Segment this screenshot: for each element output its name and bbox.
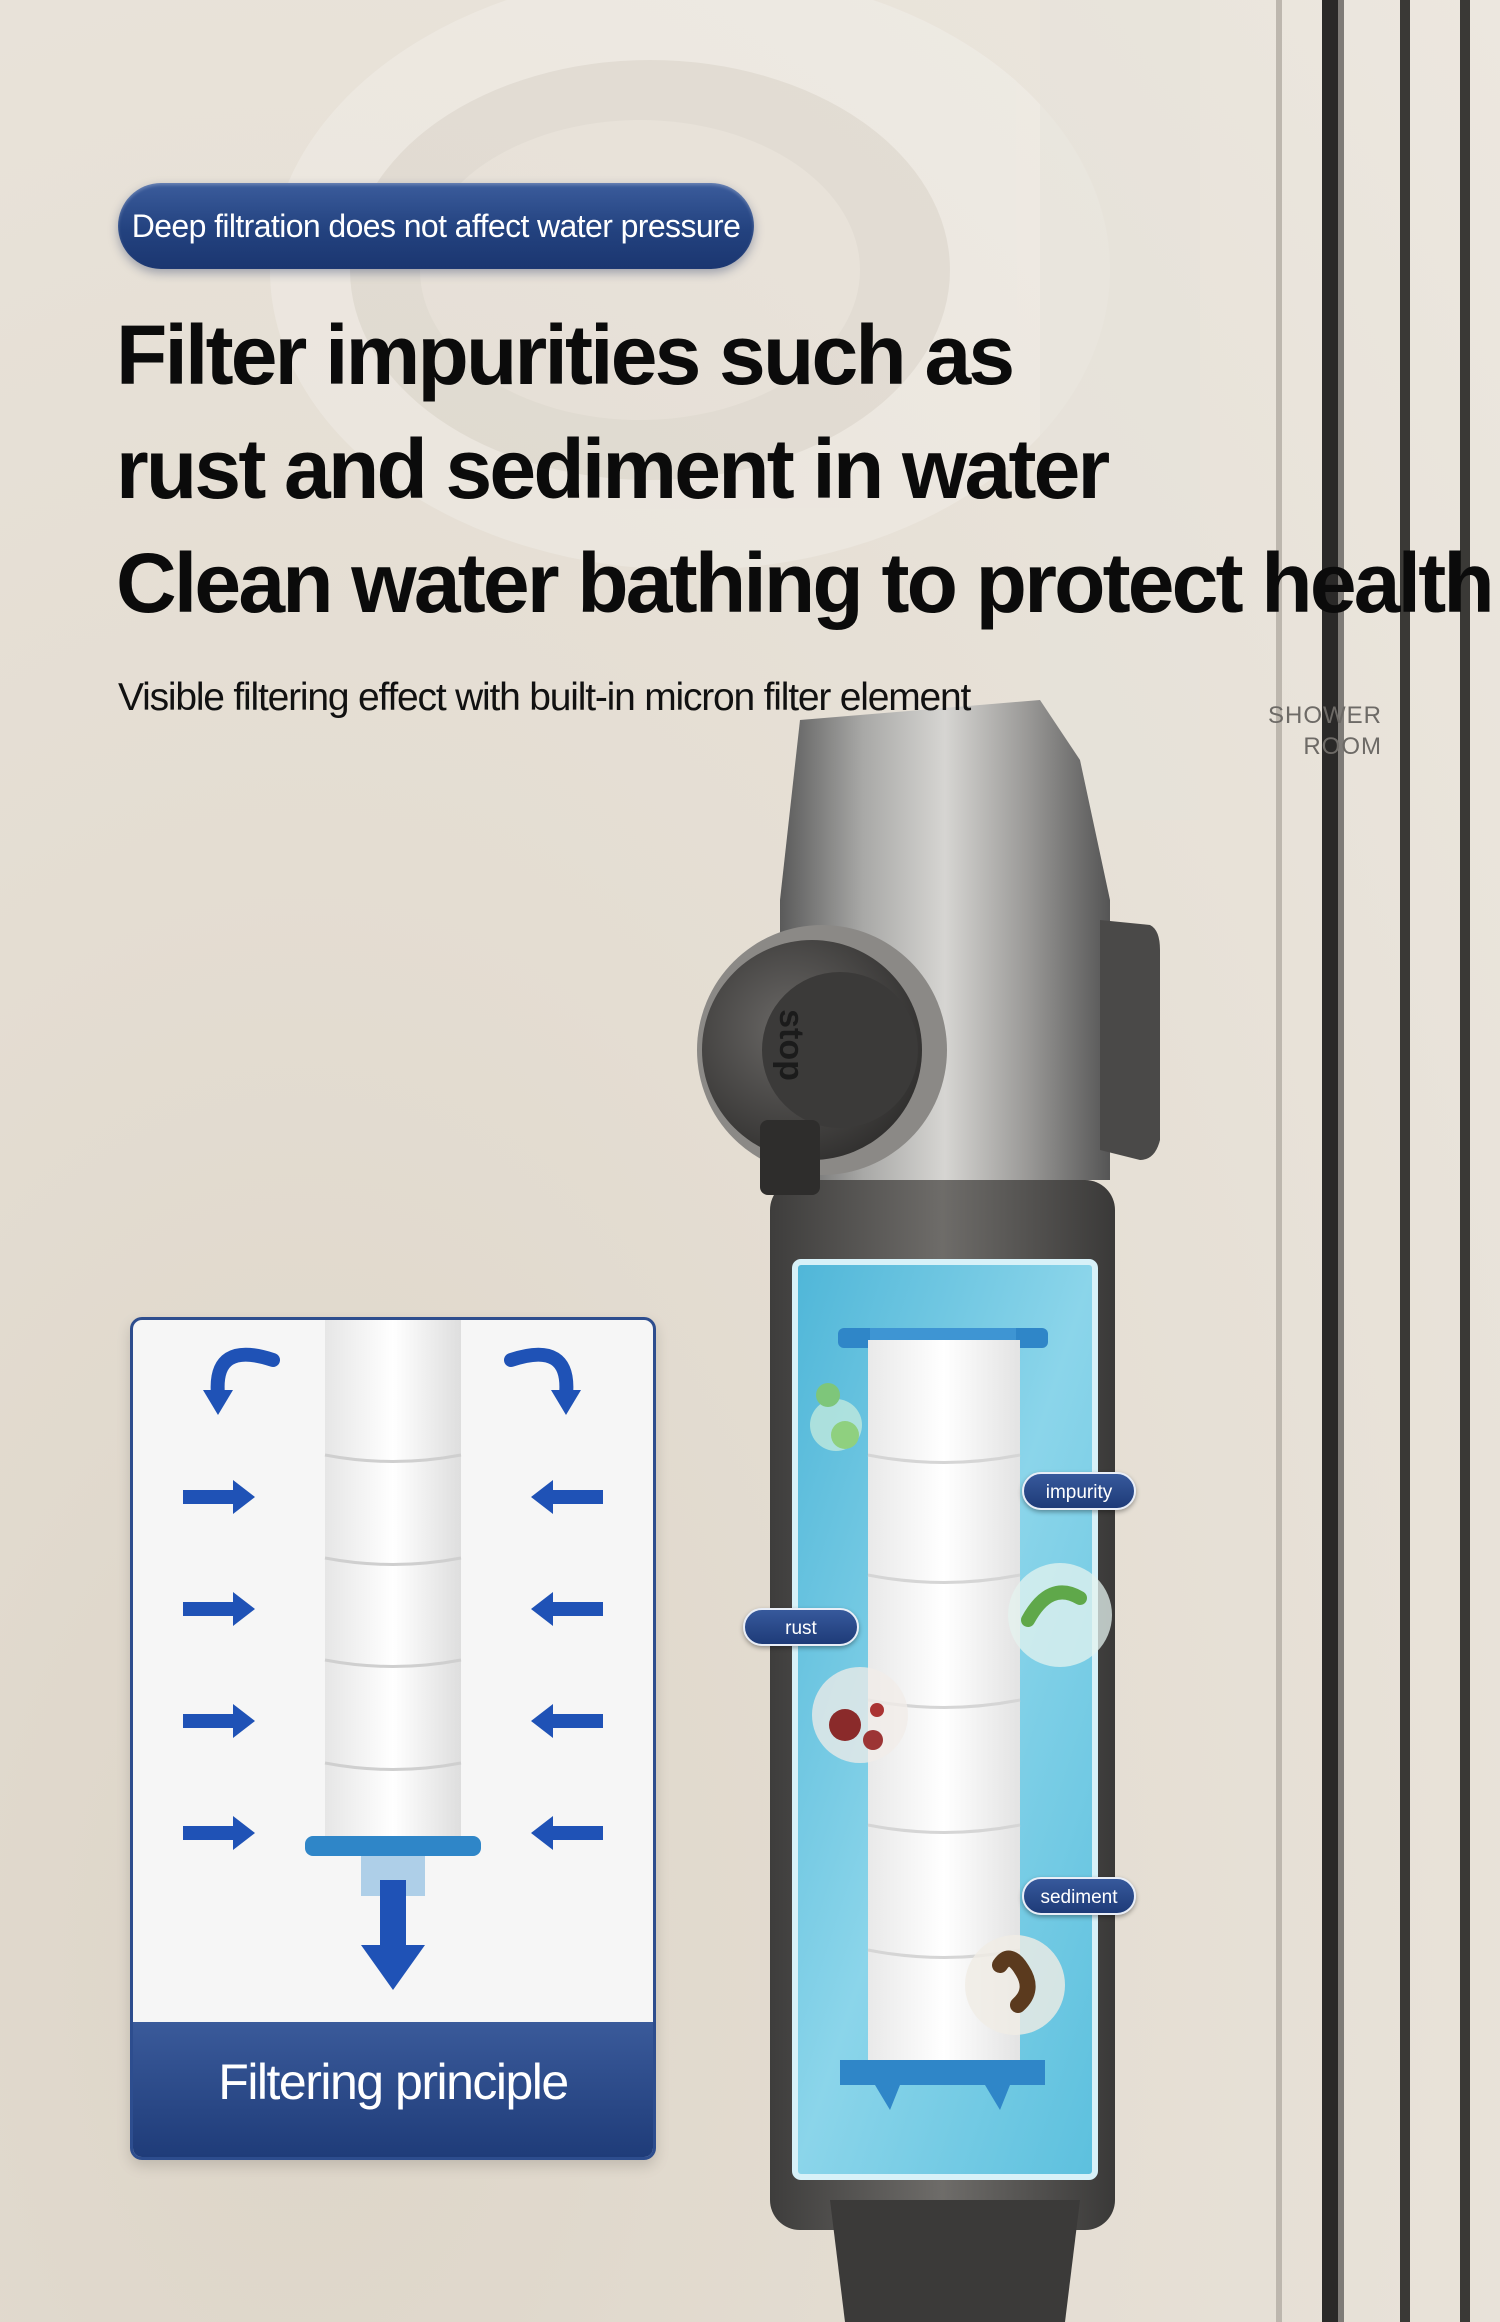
impurity-callout: impurity — [1022, 1472, 1136, 1510]
curved-arrow-icons — [210, 1347, 574, 1402]
filter-diagram — [183, 1320, 603, 1990]
sediment-callout: sediment — [1022, 1877, 1136, 1915]
shower-head-shadow — [270, 0, 1110, 570]
headline-line-1: Filter impurities such as — [116, 308, 1015, 402]
inflow-arrow-icons — [183, 1480, 603, 1850]
outflow-arrow-icon — [361, 1880, 425, 1990]
headline-line-2: rust and sediment in water — [116, 422, 1110, 516]
deep-filtration-badge: Deep filtration does not affect water pr… — [118, 183, 754, 269]
shower-room-line-1: SHOWER — [1268, 702, 1382, 729]
shower-room-line-2: ROOM — [1303, 733, 1382, 760]
rust-callout: rust — [743, 1608, 859, 1646]
filtering-principle-title: Filtering principle — [133, 2022, 653, 2157]
subtitle: Visible filtering effect with built-in m… — [118, 676, 971, 719]
filtering-principle-card: Filtering principle — [130, 1317, 656, 2160]
stop-label: stop — [772, 1009, 810, 1081]
shower-room-label: SHOWER ROOM — [1262, 700, 1382, 762]
headline-line-3: Clean water bathing to protect health — [116, 536, 1495, 630]
